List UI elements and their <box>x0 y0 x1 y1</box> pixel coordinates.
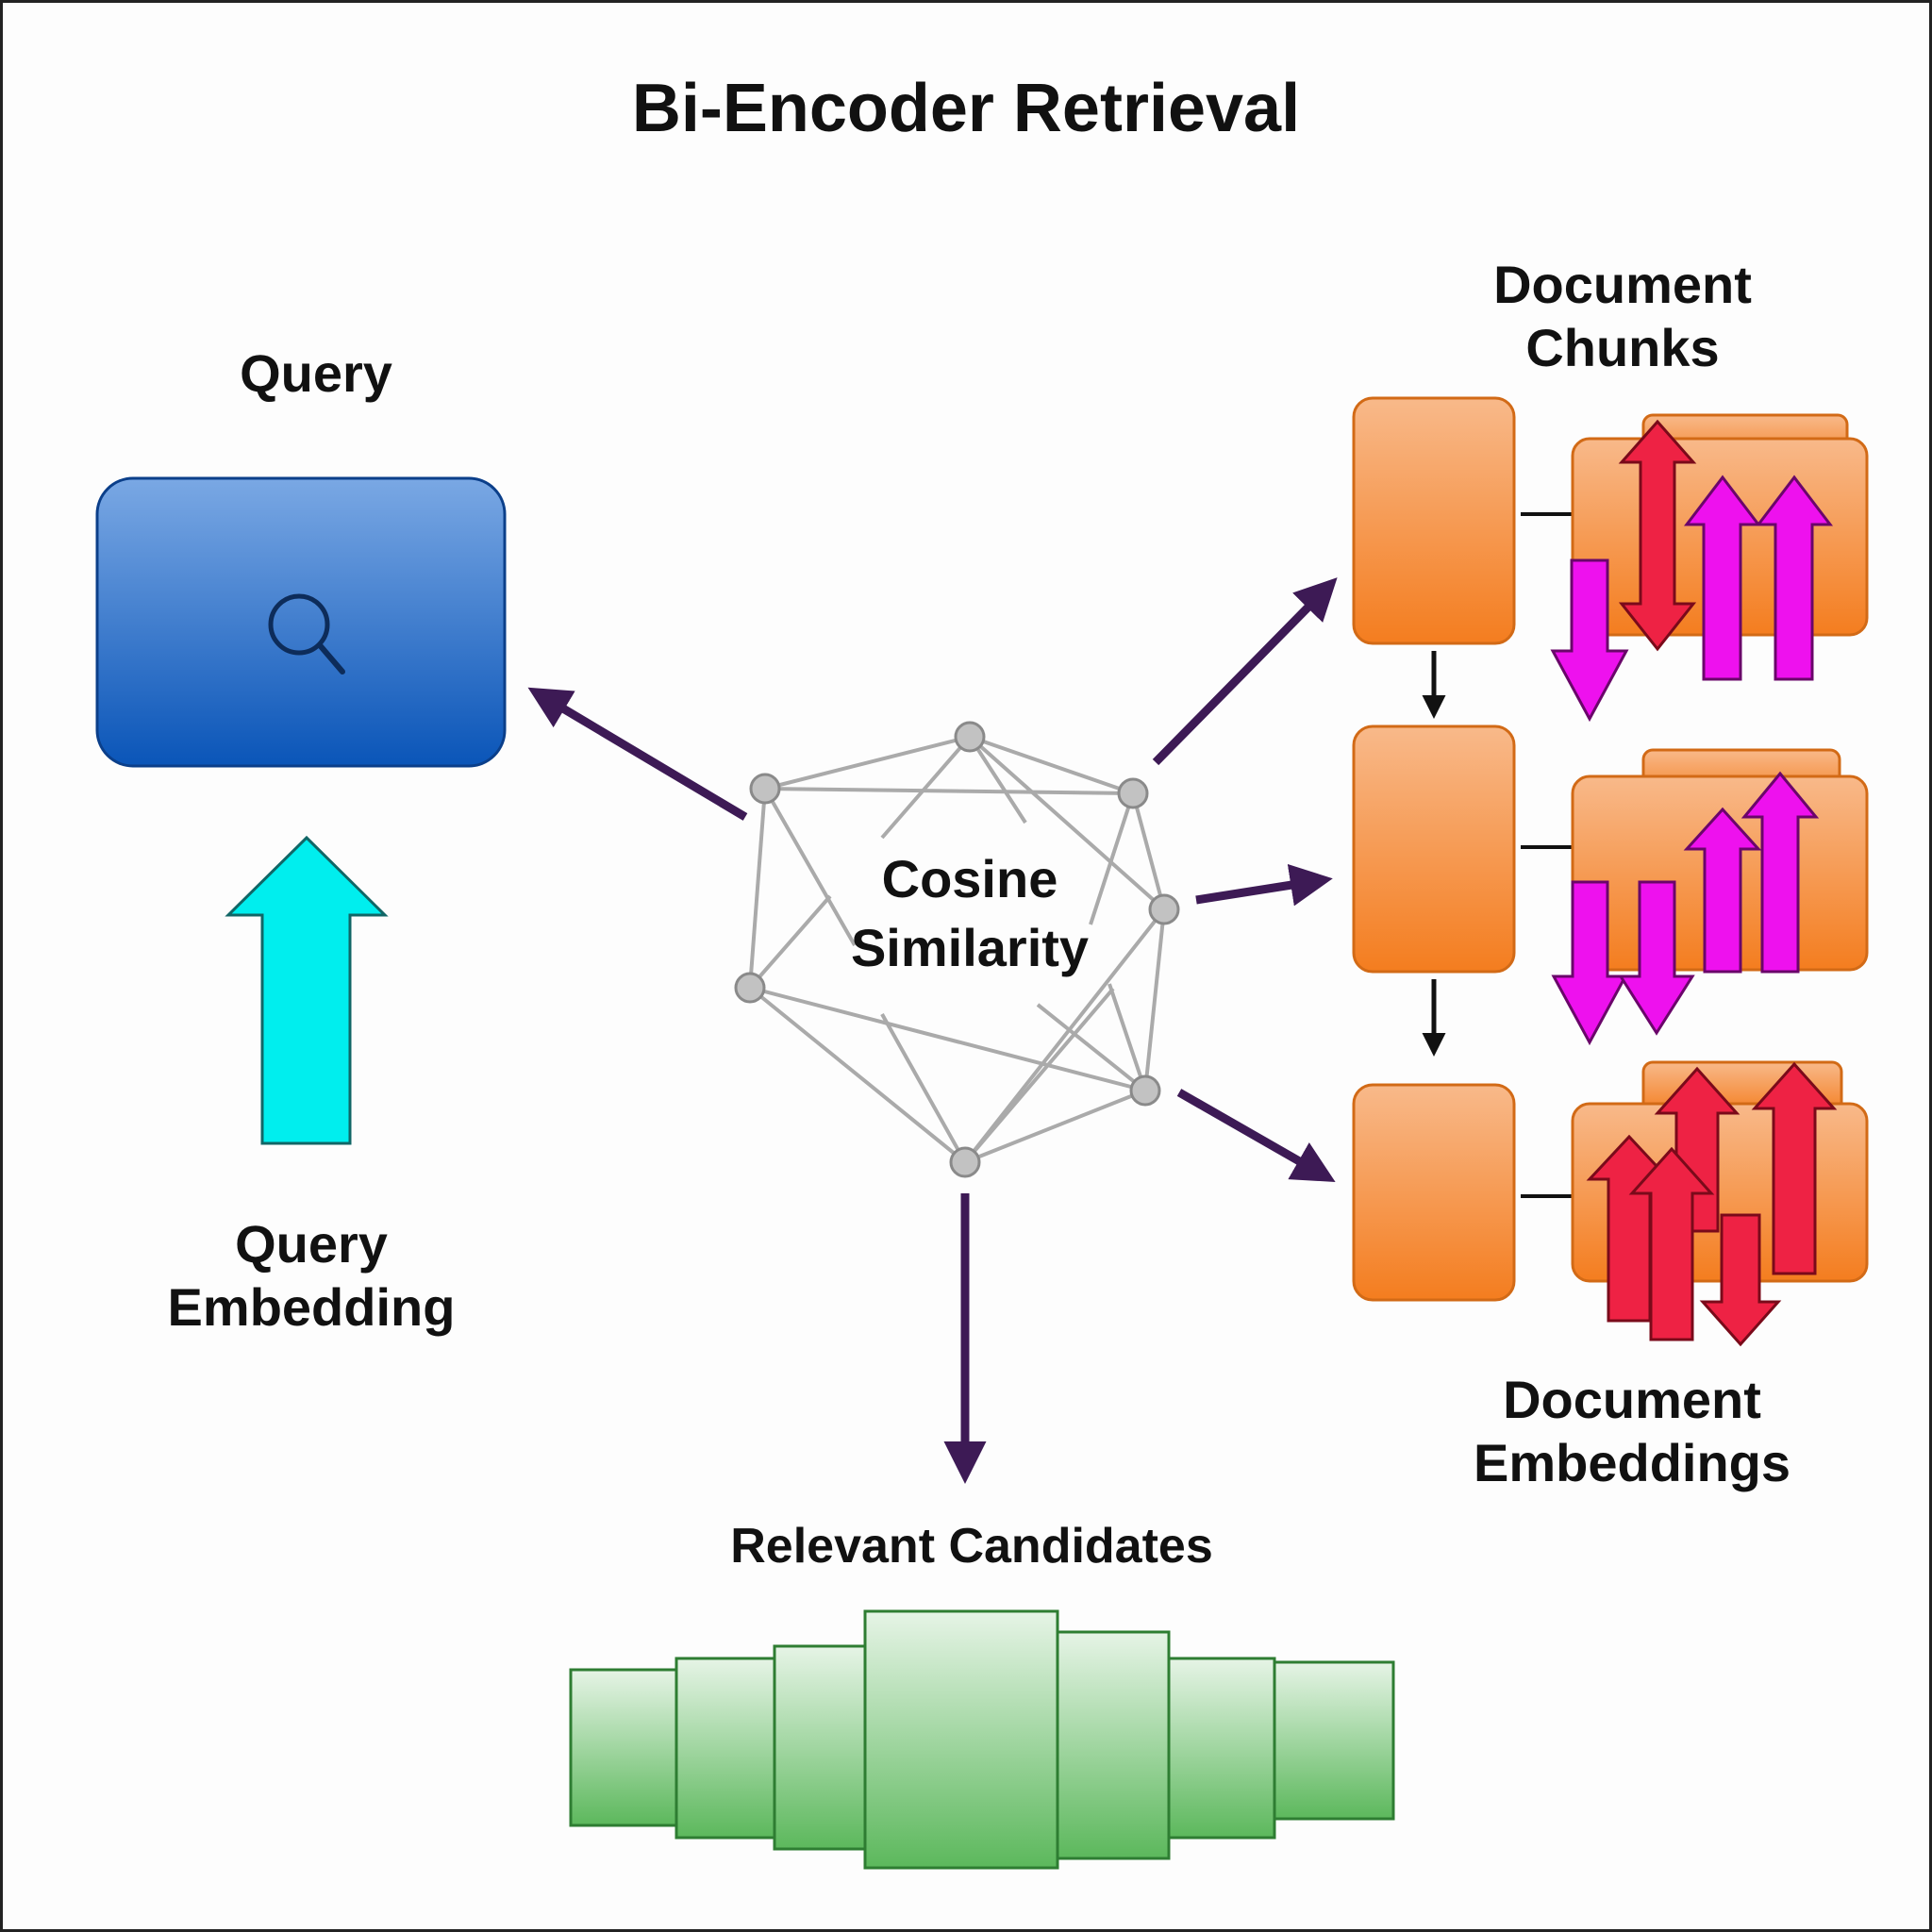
down-arrow-icon <box>1618 880 1695 1036</box>
document-chunk-3 <box>1352 1083 1516 1302</box>
document-chunks <box>1352 396 1516 1302</box>
connector-arrows <box>527 577 1338 1484</box>
document-embeddings-label: Document Embeddings <box>1473 1370 1791 1493</box>
arrow-to-chunk-2 <box>1195 863 1333 907</box>
network-graph-icon <box>734 721 1180 1178</box>
up-arrow-icon <box>1683 475 1762 681</box>
search-icon <box>268 593 345 675</box>
down-arrow-icon <box>1551 880 1628 1046</box>
document-embedding-3 <box>1571 1060 1869 1347</box>
query-box <box>95 476 507 768</box>
down-arrow-icon <box>1550 558 1629 723</box>
candidate-block <box>1167 1657 1276 1840</box>
up-arrow-icon <box>1740 771 1820 974</box>
candidate-block <box>863 1609 1059 1870</box>
document-embedding-2 <box>1551 748 1869 1046</box>
candidate-block <box>569 1668 678 1827</box>
relevant-candidates-blocks <box>569 1609 1395 1870</box>
arrow-to-query <box>527 687 748 821</box>
document-chunk-2 <box>1352 724 1516 974</box>
candidate-block <box>1056 1630 1171 1860</box>
up-arrow-icon <box>1751 1061 1838 1275</box>
candidate-block <box>1273 1660 1395 1821</box>
candidate-block <box>675 1657 776 1840</box>
up-arrow-icon <box>1628 1146 1715 1341</box>
query-embedding-label: Query Embedding <box>167 1214 456 1338</box>
up-arrow-icon <box>1683 807 1762 974</box>
document-embedding-1 <box>1550 413 1869 723</box>
candidate-block <box>773 1644 867 1851</box>
down-arrow-icon <box>1699 1213 1782 1347</box>
diagram-title: Bi-Encoder Retrieval <box>631 71 1301 146</box>
double-arrow-icon <box>1618 419 1697 652</box>
cosine-similarity-label: Cosine Similarity <box>850 849 1090 977</box>
document-chunk-1 <box>1352 396 1516 645</box>
relevant-candidates-label: Relevant Candidates <box>730 1519 1213 1574</box>
query-embedding-arrow <box>225 835 389 1145</box>
up-arrow-icon <box>1755 475 1834 681</box>
arrow-to-chunk-3 <box>1176 1089 1336 1182</box>
arrow-to-chunk-1 <box>1152 577 1338 766</box>
query-label: Query <box>240 343 392 403</box>
document-chunks-label: Document Chunks <box>1493 255 1752 378</box>
